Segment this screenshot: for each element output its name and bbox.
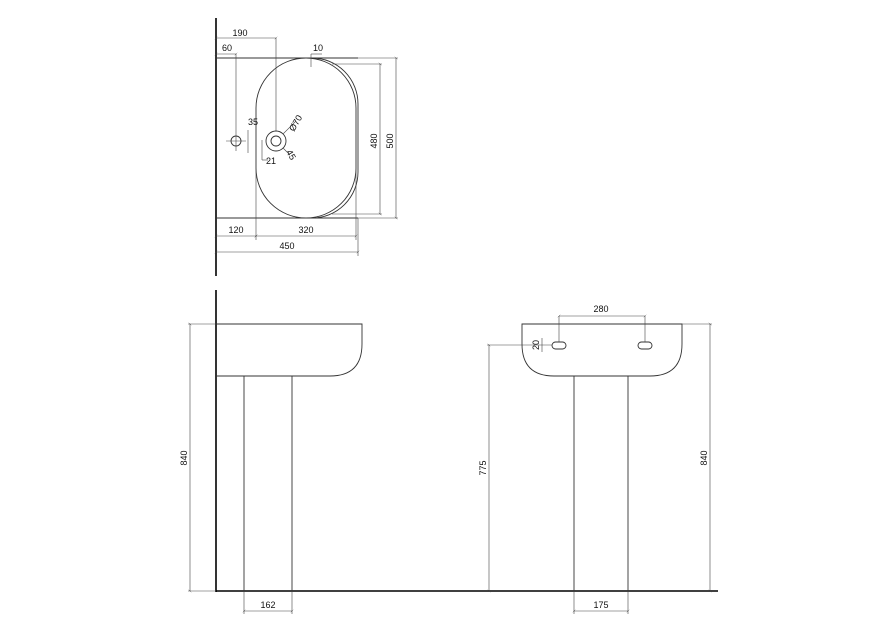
front-dim-840-label: 840 [699,450,709,465]
dim-480-label: 480 [369,133,379,148]
dim-d70-label: Ø70 [287,113,304,133]
side-basin-profile [216,323,363,377]
front-view: 280 20 775 840 175 [478,304,712,614]
dim-d70-leader [282,120,297,135]
side-dim-840-label: 840 [179,450,189,465]
dim-775-label: 775 [478,460,488,475]
basin-bowl [255,57,357,219]
front-basin-profile [521,323,683,377]
dim-45-label: 45 [284,148,298,162]
dim-162-label: 162 [260,600,275,610]
top-view: 190 60 10 35 Ø70 45 21 480 500 120 [214,18,398,276]
drain-inner [270,135,282,147]
dim-500-label: 500 [385,133,395,148]
dim-21-label: 21 [266,156,276,166]
dim-320-label: 320 [298,225,313,235]
dim-60-label: 60 [222,43,232,53]
fixing-hole-right [637,341,653,350]
dim-45-leader [282,147,290,155]
dim-35-label: 35 [248,117,258,127]
dim-190-label: 190 [232,28,247,38]
dim-120-label: 120 [228,225,243,235]
fixing-hole-left [551,341,567,350]
dim-10-label: 10 [313,43,323,53]
basin-outer-rim [311,57,359,219]
side-view: 840 162 [179,290,718,614]
dim-280-label: 280 [593,304,608,314]
dim-450-label: 450 [279,241,294,251]
dim-175-label: 175 [593,600,608,610]
